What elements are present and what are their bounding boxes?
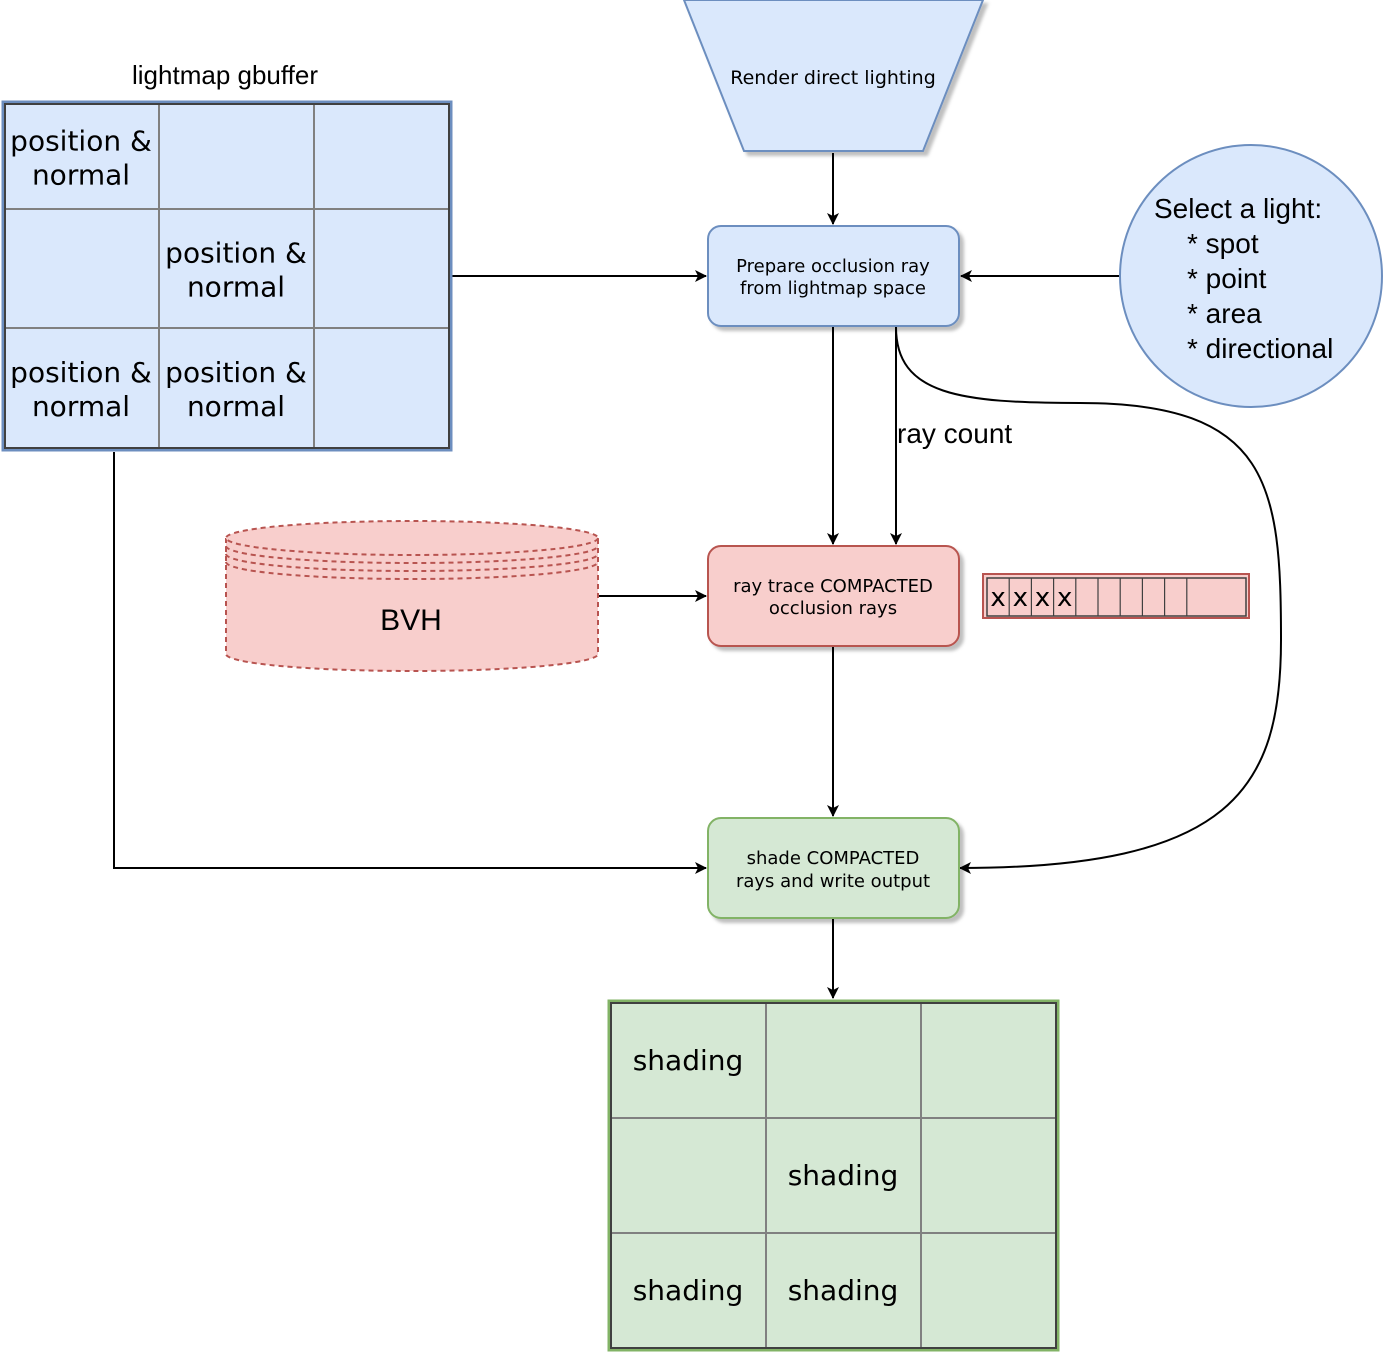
- gbuffer-title: lightmap gbuffer: [132, 60, 318, 90]
- render-direct-lighting: Render direct lighting: [682, 0, 985, 152]
- buffer-cell-mark: x: [1035, 583, 1050, 613]
- ray-count-label: ray count: [897, 418, 1012, 449]
- light-select-title: Select a light:: [1154, 193, 1322, 224]
- light-select-node: Select a light: * spot * point * area * …: [1119, 144, 1383, 408]
- output-cell-label: shading: [633, 1044, 744, 1077]
- prepare-label-line-2: from lightmap space: [740, 278, 926, 299]
- output-cell-label: shading: [788, 1274, 899, 1307]
- output-cell-label: shading: [633, 1274, 744, 1307]
- connectors: [113, 153, 1283, 999]
- prepare-occlusion-node: Prepare occlusion ray from lightmap spac…: [707, 225, 960, 327]
- buffer-cell-mark: x: [1057, 583, 1072, 613]
- light-option-point: * point: [1187, 263, 1267, 294]
- buffer-cell-mark: x: [1013, 583, 1028, 613]
- light-option-spot: * spot: [1187, 228, 1259, 259]
- buffer-cell-mark: x: [990, 583, 1005, 613]
- light-option-area: * area: [1187, 298, 1262, 329]
- gbuffer-cell-label: position &normal: [165, 237, 307, 304]
- prepare-label-line-1: Prepare occlusion ray: [736, 256, 930, 277]
- gbuffer-cell-label: position &normal: [165, 356, 307, 423]
- render-direct-lighting-label: Render direct lighting: [730, 67, 936, 89]
- bvh-label: BVH: [380, 604, 442, 637]
- light-option-directional: * directional: [1187, 333, 1333, 364]
- trace-label-line-1: ray trace COMPACTED: [733, 576, 933, 597]
- ray-trace-node: ray trace COMPACTED occlusion rays: [707, 545, 960, 647]
- output-grid: shading shading shading shading: [607, 999, 1060, 1352]
- shade-label-line-2: rays and write output: [736, 871, 930, 892]
- trace-label-line-2: occlusion rays: [769, 598, 897, 619]
- shade-label-line-1: shade COMPACTED: [747, 848, 920, 869]
- edge-prepare-to-shade-curve: [895, 326, 1283, 874]
- edge-gbuffer-to-shade: [113, 452, 707, 874]
- bvh-store: [225, 520, 599, 672]
- gbuffer-cell-label: position &normal: [10, 356, 152, 423]
- gbuffer-cell-label: position &normal: [10, 125, 152, 192]
- output-cell-label: shading: [788, 1159, 899, 1192]
- shade-node: shade COMPACTED rays and write output: [707, 817, 960, 919]
